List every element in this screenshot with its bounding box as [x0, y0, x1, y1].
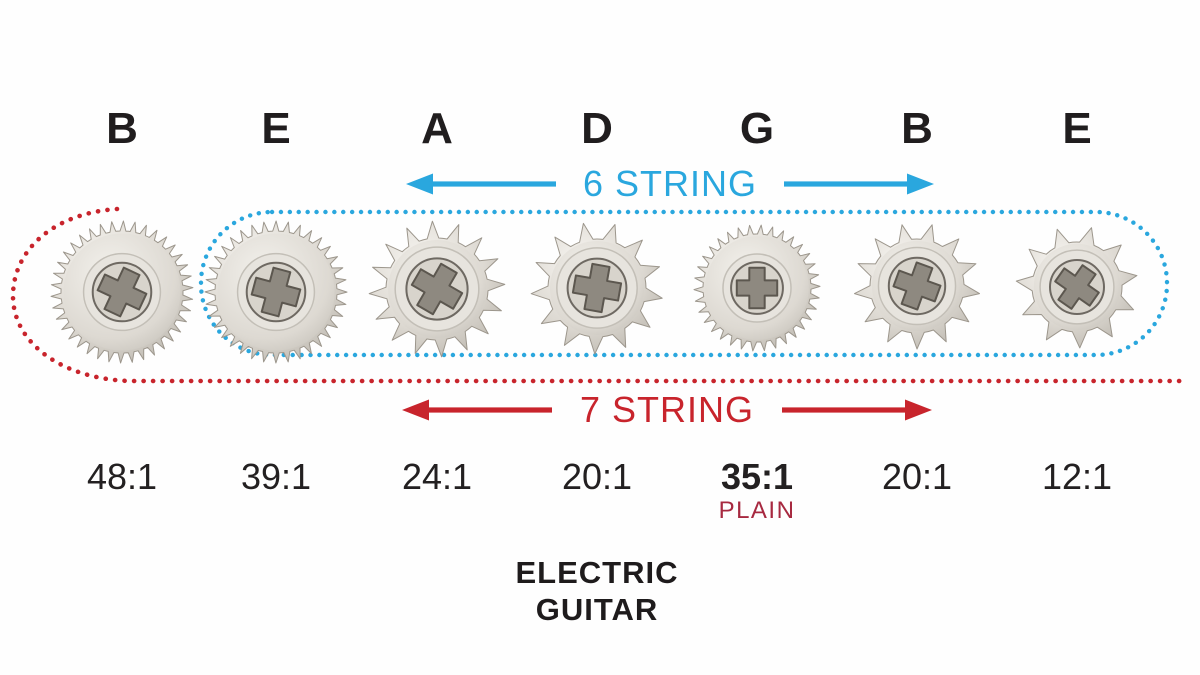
ratio-label-6: 20:1: [881, 456, 953, 497]
seven-string-left-arrow-icon: [402, 399, 552, 421]
note-label-6: B: [901, 104, 933, 153]
gear-icon-b-20: [854, 224, 980, 350]
gear-icon-a-24: [368, 220, 506, 358]
gear-icon-b-48: [50, 220, 194, 364]
six-string-span: 6 STRING: [406, 163, 934, 204]
note-label-5: G: [739, 104, 775, 153]
seven-string-right-arrow-icon: [782, 399, 932, 421]
ratio-label-5: 35:1: [720, 456, 794, 497]
gear-icon-g-35: [693, 224, 821, 352]
diagram-title-line2: GUITAR: [535, 592, 659, 627]
ratio-label-3: 24:1: [401, 456, 473, 497]
note-label-4: D: [581, 104, 613, 153]
note-label-3: A: [421, 104, 453, 153]
seven-string-label: 7 STRING: [579, 389, 755, 430]
ratio-label-4: 20:1: [561, 456, 633, 497]
plain-tag: PLAIN: [718, 497, 796, 524]
seven-string-span: 7 STRING: [402, 389, 932, 430]
ratio-label-1: 48:1: [86, 456, 158, 497]
gear-icon-e-39: [204, 220, 348, 364]
six-string-dotted-outline: [198, 209, 1170, 358]
gear-icon-d-20: [530, 222, 663, 355]
ratio-label-7: 12:1: [1041, 456, 1113, 497]
diagram-title-line1: ELECTRIC: [515, 555, 679, 590]
six-string-left-arrow-icon: [406, 173, 556, 195]
six-string-right-arrow-icon: [784, 173, 934, 195]
ratio-label-2: 39:1: [240, 456, 312, 497]
gear-icon-e-12: [1015, 227, 1138, 349]
six-string-label: 6 STRING: [582, 163, 758, 204]
diagram-title: ELECTRIC GUITAR: [447, 554, 747, 628]
note-label-7: E: [1062, 104, 1092, 153]
note-label-1: B: [106, 104, 138, 153]
note-label-2: E: [261, 104, 291, 153]
seven-string-dotted-outline: [10, 206, 1189, 384]
